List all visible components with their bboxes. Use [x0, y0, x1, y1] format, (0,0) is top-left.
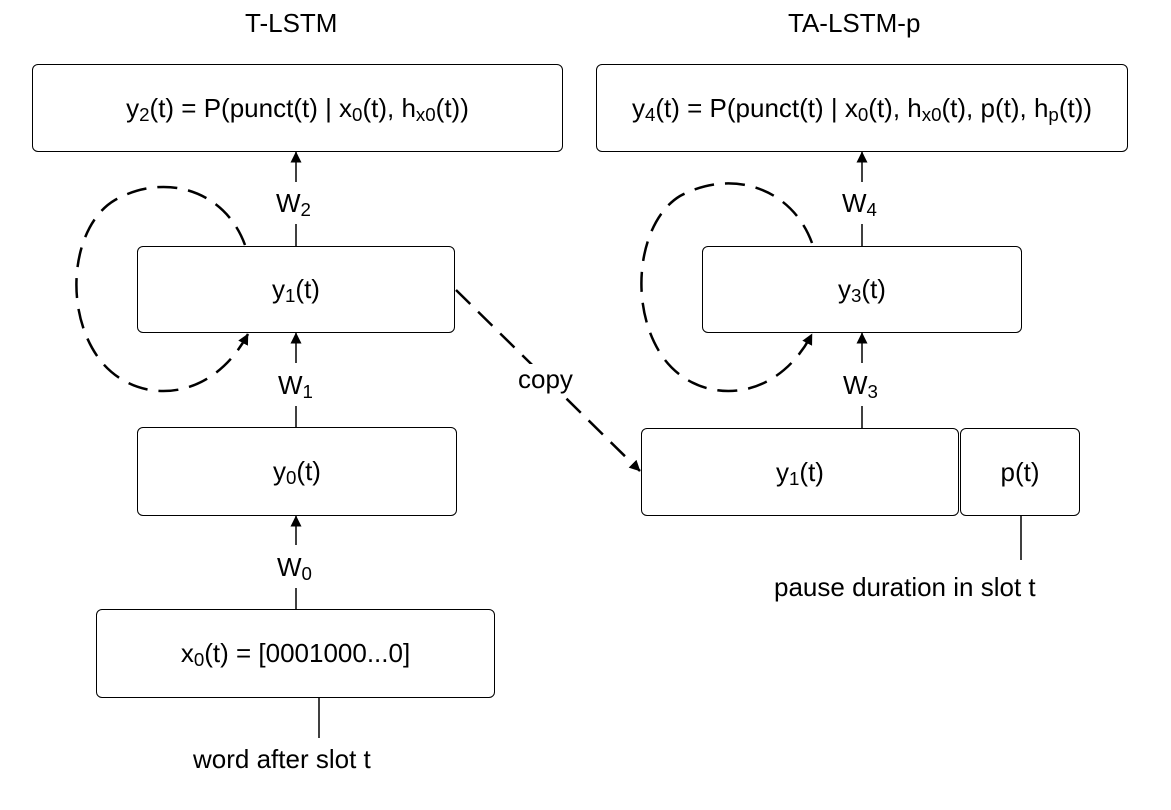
recurrent-loop-right [640, 182, 814, 393]
node-y1: y1(t) [137, 246, 455, 333]
node-pause-p: p(t) [960, 428, 1080, 516]
weight-w2-label: W2 [274, 188, 313, 221]
weight-w3-label: W3 [841, 370, 880, 403]
node-y0: y0(t) [137, 427, 457, 516]
copy-label: copy [516, 364, 575, 394]
node-y2-output: y2(t) = P(punct(t) | x0(t), hx0(t)) [32, 64, 563, 152]
node-x0-label: x0(t) = [0001000...0] [180, 638, 411, 671]
title-t-lstm: T-LSTM [245, 8, 338, 38]
node-y4-output: y4(t) = P(punct(t) | x0(t), hx0(t), p(t)… [596, 64, 1128, 152]
node-pause-p-label: p(t) [1000, 456, 1040, 487]
node-y3-label: y3(t) [838, 274, 886, 307]
node-y1-label: y1(t) [272, 274, 320, 307]
recurrent-loop-left [75, 185, 250, 393]
weight-w4-label: W4 [840, 188, 879, 221]
title-ta-lstm-p: TA-LSTM-p [788, 8, 921, 38]
weight-w1-label: W1 [276, 370, 315, 403]
node-y1-copy-label: y1(t) [776, 456, 824, 489]
node-x0-input: x0(t) = [0001000...0] [96, 609, 495, 698]
caption-word-after-slot: word after slot t [193, 744, 371, 774]
node-y2-label: y2(t) = P(punct(t) | x0(t), hx0(t)) [126, 92, 469, 125]
node-y1-copy: y1(t) [641, 428, 959, 516]
node-y3: y3(t) [702, 246, 1022, 333]
node-y4-label: y4(t) = P(punct(t) | x0(t), hx0(t), p(t)… [631, 92, 1093, 125]
weight-w0-label: W0 [275, 552, 314, 585]
node-y0-label: y0(t) [273, 456, 321, 489]
caption-pause-duration: pause duration in slot t [774, 572, 1036, 602]
